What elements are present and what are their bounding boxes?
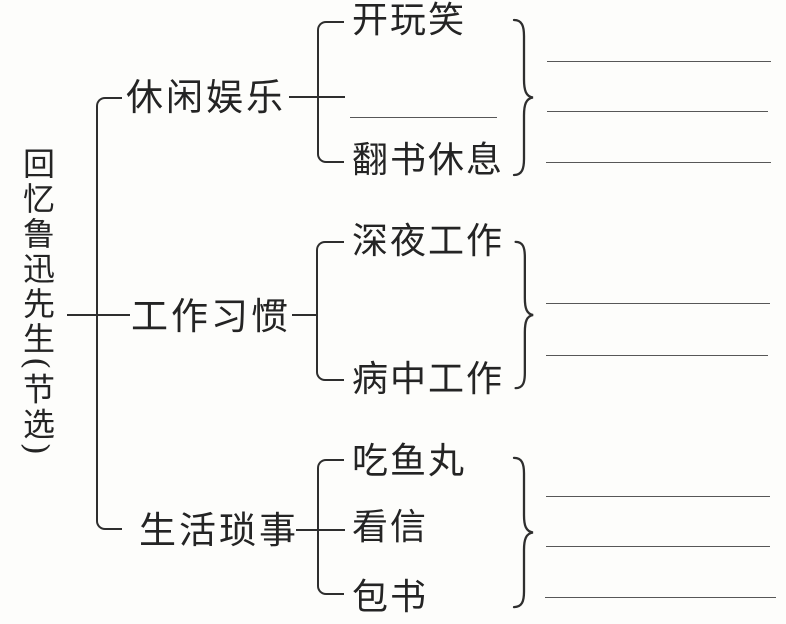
answer-line bbox=[546, 303, 770, 304]
answer-line bbox=[546, 496, 770, 497]
child-label-late-night-work: 深夜工作 bbox=[352, 221, 505, 262]
child-label-working-while-ill: 病中工作 bbox=[352, 359, 505, 400]
child-bracket-work-habits bbox=[316, 241, 344, 381]
main-bracket bbox=[96, 97, 122, 530]
branch-label-leisure: 休闲娱乐 bbox=[126, 76, 286, 119]
child-bracket-daily-trifles bbox=[317, 459, 344, 595]
answer-line bbox=[546, 546, 770, 547]
child-label-wrapping-books: 包书 bbox=[352, 577, 429, 618]
root-title: 回忆鲁迅先生(节选) bbox=[18, 147, 56, 458]
answer-line bbox=[547, 111, 768, 112]
answer-line bbox=[546, 162, 771, 163]
answer-line bbox=[546, 355, 768, 356]
curly-brace-daily-trifles bbox=[509, 455, 535, 610]
blank-slot-line bbox=[350, 117, 497, 118]
child-label-eating-fishballs: 吃鱼丸 bbox=[352, 441, 467, 482]
child-label-browsing-books-rest: 翻书休息 bbox=[352, 140, 505, 181]
branch-dash-work-habits bbox=[292, 314, 317, 316]
branch-dash-daily-trifles bbox=[296, 529, 345, 531]
child-bracket-leisure bbox=[317, 21, 344, 163]
curly-brace-leisure bbox=[509, 17, 535, 178]
answer-line bbox=[547, 61, 771, 62]
answer-line bbox=[545, 597, 776, 598]
branch-label-daily-trifles: 生活琐事 bbox=[139, 509, 299, 552]
curly-brace-work-habits bbox=[511, 239, 535, 391]
child-label-joking: 开玩笑 bbox=[352, 0, 467, 41]
child-label-reading-letters: 看信 bbox=[352, 507, 429, 548]
root-connector-line bbox=[67, 314, 130, 316]
branch-label-work-habits: 工作习惯 bbox=[131, 295, 291, 338]
